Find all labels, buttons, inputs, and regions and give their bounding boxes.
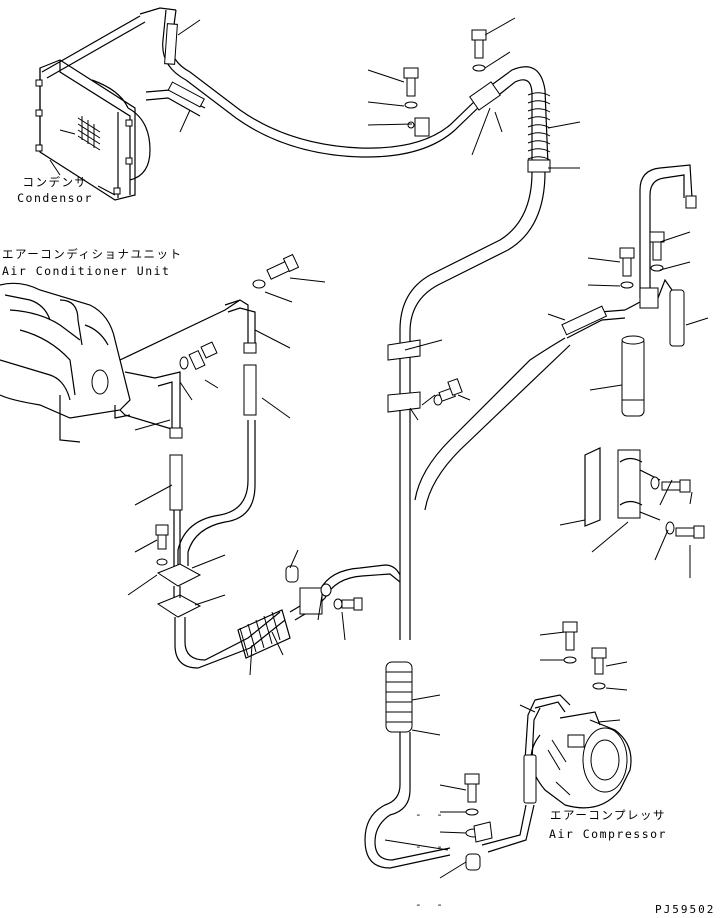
ac-unit-label-en: Air Conditioner Unit bbox=[2, 264, 171, 278]
condenser-label-jp: コンデンサ bbox=[22, 175, 88, 189]
air-compressor-icon bbox=[464, 621, 632, 871]
leader-lines-top bbox=[177, 17, 581, 169]
dash-mark-c: - - bbox=[415, 898, 447, 911]
leader-lines-left bbox=[127, 277, 471, 736]
drawing-code: PJ59502 bbox=[655, 903, 716, 916]
receiver-drier-icon bbox=[414, 164, 705, 539]
condenser-unit-icon bbox=[35, 59, 151, 201]
dash-mark-b: - - bbox=[415, 840, 447, 853]
condenser-label-en: Condensor bbox=[17, 191, 93, 205]
dash-mark-a: - - bbox=[415, 808, 447, 821]
clamp-icon bbox=[364, 339, 451, 869]
compressor-label-jp: エアーコンプレッサ bbox=[550, 808, 666, 822]
leader-lines-bottom bbox=[384, 631, 628, 879]
compressor-label-en: Air Compressor bbox=[549, 827, 667, 841]
left-hose-lines bbox=[154, 299, 401, 669]
bolt-icon bbox=[155, 253, 463, 611]
bolt-icon bbox=[403, 29, 487, 129]
leader-lines-right bbox=[547, 231, 709, 578]
top-hose-lines bbox=[41, 7, 551, 640]
air-conditioner-unit-icon bbox=[0, 282, 241, 443]
ac-unit-label-jp: エアーコンディショナユニット bbox=[2, 247, 183, 261]
